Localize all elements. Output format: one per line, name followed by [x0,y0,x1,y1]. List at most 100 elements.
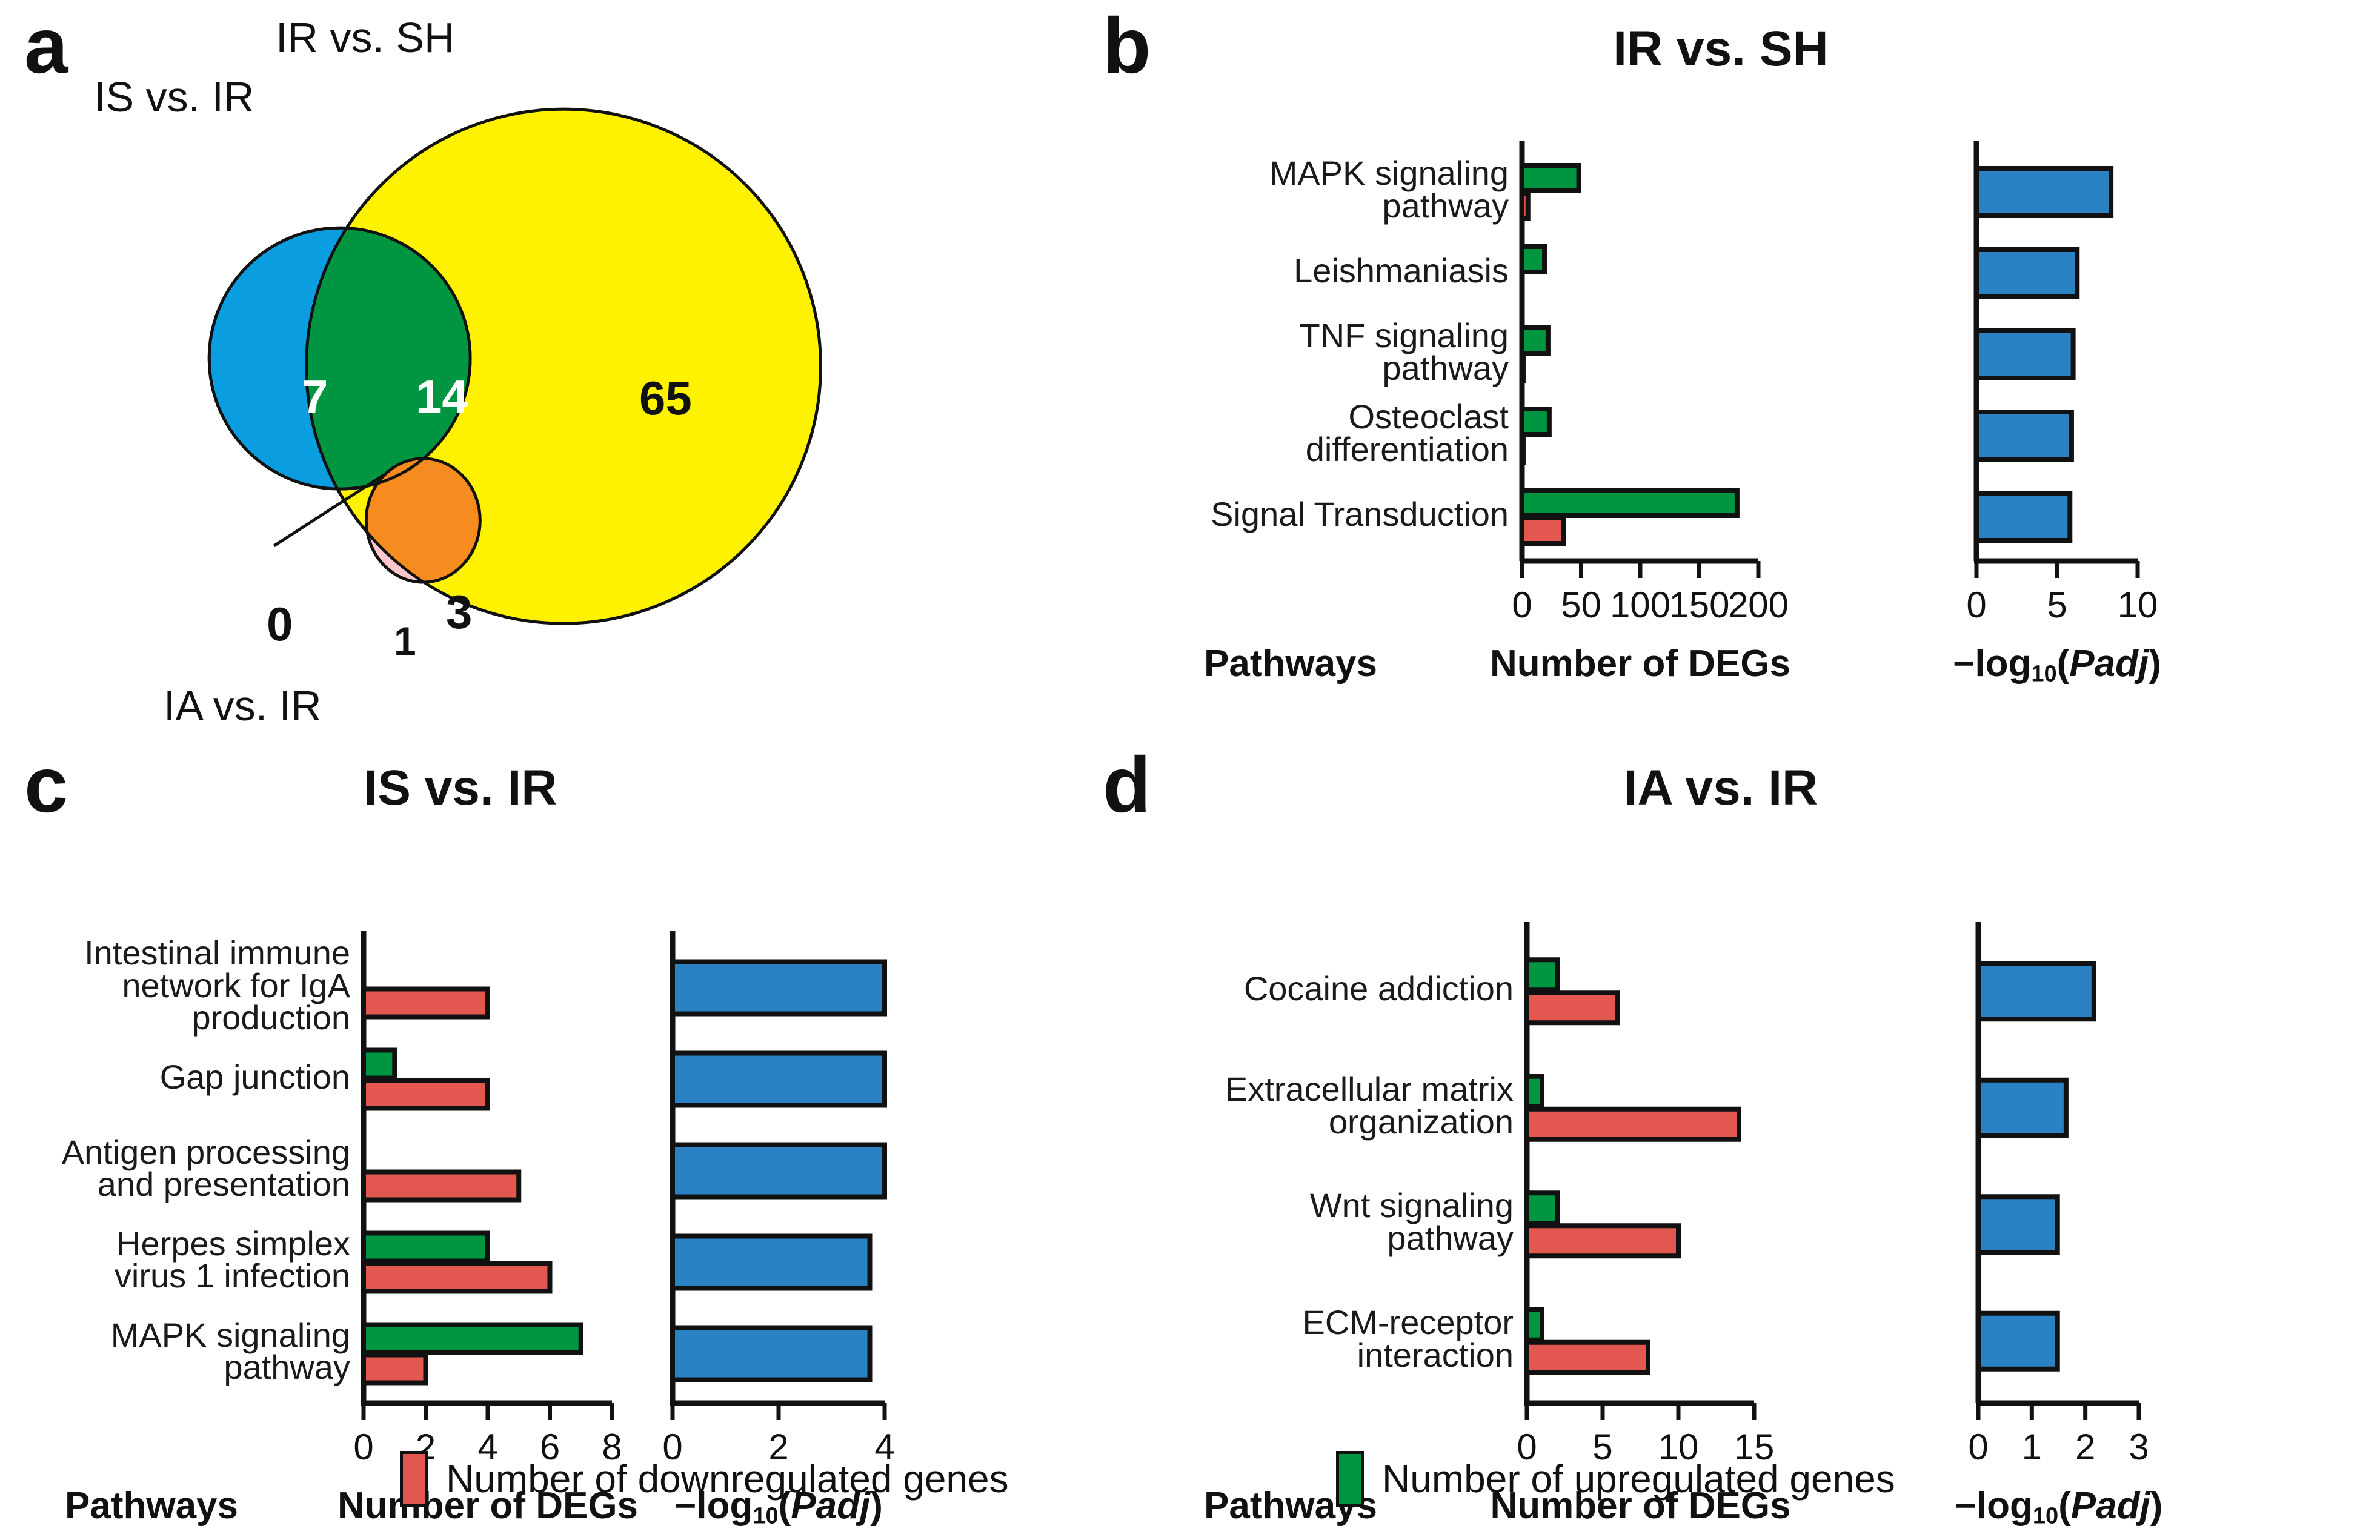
venn-count-triple: 0 [267,597,293,651]
x-tick-label: 2 [2075,1427,2096,1467]
axis-caption-padj: −log10(Padj) [1954,1485,2163,1529]
x-tick-label: 0 [662,1427,683,1467]
bar-padj [1974,491,2073,543]
bar-padj [670,1325,873,1382]
bar-padj [1976,1310,2060,1372]
x-tick-label: 2 [768,1427,789,1467]
category-label: Leishmaniasis [1294,251,1509,290]
x-tick-label: 4 [874,1427,895,1467]
venn-count-ia-only: 1 [394,619,416,663]
bar-upregulated [361,1230,490,1264]
bar-downregulated [361,986,490,1020]
bar-padj [1976,961,2096,1022]
panel-b-title: IR vs. SH [1613,21,1829,76]
panel-c-title: IS vs. IR [364,760,557,815]
bar-downregulated [1524,1223,1681,1259]
x-tick-label: 4 [477,1427,498,1467]
bars-svg [361,931,887,1420]
bars-svg [1519,141,2140,578]
panel-d-title: IA vs. IR [1623,760,1818,815]
bars-svg [1524,922,2141,1420]
panel-c: c IS vs. IR Intestinal immune network fo… [0,745,1091,1528]
bar-padj [670,1050,887,1108]
bar-upregulated [361,1047,397,1081]
bar-upregulated [1524,957,1560,993]
axis-caption-degs: Number of DEGs [1489,643,1791,685]
legend-swatch-down [400,1451,428,1507]
category-label: Osteoclast differentiation [1305,397,1509,468]
venn-label-ia-vs-ir: IA vs. IR [164,682,322,729]
bar-upregulated [1520,488,1740,518]
x-tick-label: 10 [1658,1427,1699,1467]
bar-downregulated [361,1261,553,1294]
x-tick-label: 0 [353,1427,374,1467]
venn-label-is-vs-ir: IS vs. IR [94,73,254,121]
x-tick-label: 3 [2129,1427,2149,1467]
bar-padj [670,959,887,1017]
venn-intersection-ia-ir [366,458,480,583]
axis-caption-degs: Number of DEGs [1490,1485,1791,1527]
category-label: Intestinal immune network for IgA produc… [84,933,350,1037]
bar-downregulated [1524,1339,1650,1375]
venn-count-ir-only: 65 [639,371,692,425]
category-label: Cocaine addiction [1243,969,1514,1008]
bar-downregulated [1520,191,1531,221]
category-label: Herpes simplex virus 1 infection [114,1224,350,1295]
x-tick-label: 0 [1517,1427,1537,1467]
bar-upregulated [361,1322,583,1355]
bar-padj [670,1233,873,1291]
category-label: Antigen processing and presentation [61,1132,350,1204]
bar-downregulated [1520,434,1526,465]
venn-outline-blue [207,226,472,491]
category-label: Gap junction [159,1057,350,1096]
bar-upregulated [1520,325,1551,356]
x-tick-label: 0 [1512,585,1532,625]
legend-downregulated: Number of downregulated genes [400,1451,1009,1507]
x-tick-label: 100 [1609,585,1671,625]
x-tick-label: 150 [1669,585,1730,625]
bar-padj [1974,166,2114,218]
bar-upregulated [1524,1074,1544,1109]
bar-upregulated [1524,1307,1544,1343]
category-label: MAPK signaling pathway [1269,154,1509,225]
bar-upregulated [1524,1190,1560,1226]
axis-caption-degs: Number of DEGs [337,1485,639,1527]
panel-b-letter: b [1103,1,1151,90]
legend-label-down: Number of downregulated genes [446,1457,1009,1501]
axis-caption-padj: −log10(Padj) [674,1485,883,1529]
bar-downregulated [361,1352,428,1386]
x-tick-label: 10 [2117,585,2158,625]
legend-upregulated: Number of upregulated genes [1336,1451,1895,1507]
x-tick-label: 15 [1733,1427,1775,1467]
category-label: MAPK signaling pathway [110,1315,350,1387]
bar-padj [670,1142,887,1200]
bar-upregulated [1520,163,1581,193]
panel-c-chart-area: Intestinal immune network for IgA produc… [0,745,1091,1528]
x-tick-label: 8 [602,1427,622,1467]
bar-downregulated [1520,353,1526,383]
legend-label-up: Number of upregulated genes [1382,1457,1895,1501]
legend-swatch-up [1336,1451,1364,1507]
category-label: Extracellular matrix organization [1225,1069,1514,1141]
axis-caption-pathways: Pathways [1203,643,1378,685]
category-label: TNF signaling pathway [1299,316,1509,387]
bar-downregulated [1524,990,1620,1026]
bar-downregulated [1524,1106,1741,1142]
venn-outline-pink [364,457,482,584]
category-label: ECM-receptor interaction [1302,1303,1514,1374]
category-label: Signal Transduction [1211,495,1509,534]
x-tick-label: 1 [2021,1427,2043,1467]
x-tick-label: 5 [1592,1427,1613,1467]
venn-leader-line [273,473,386,548]
category-label: Wnt signaling pathway [1309,1186,1514,1258]
axis-caption-pathways: Pathways [64,1485,239,1527]
venn-count-is-and-ir: 14 [416,370,468,423]
venn-label-ir-vs-sh: IR vs. SH [276,14,455,61]
venn-count-is-only: 7 [302,370,328,423]
bar-upregulated [1520,407,1552,437]
bar-padj [1976,1077,2069,1138]
